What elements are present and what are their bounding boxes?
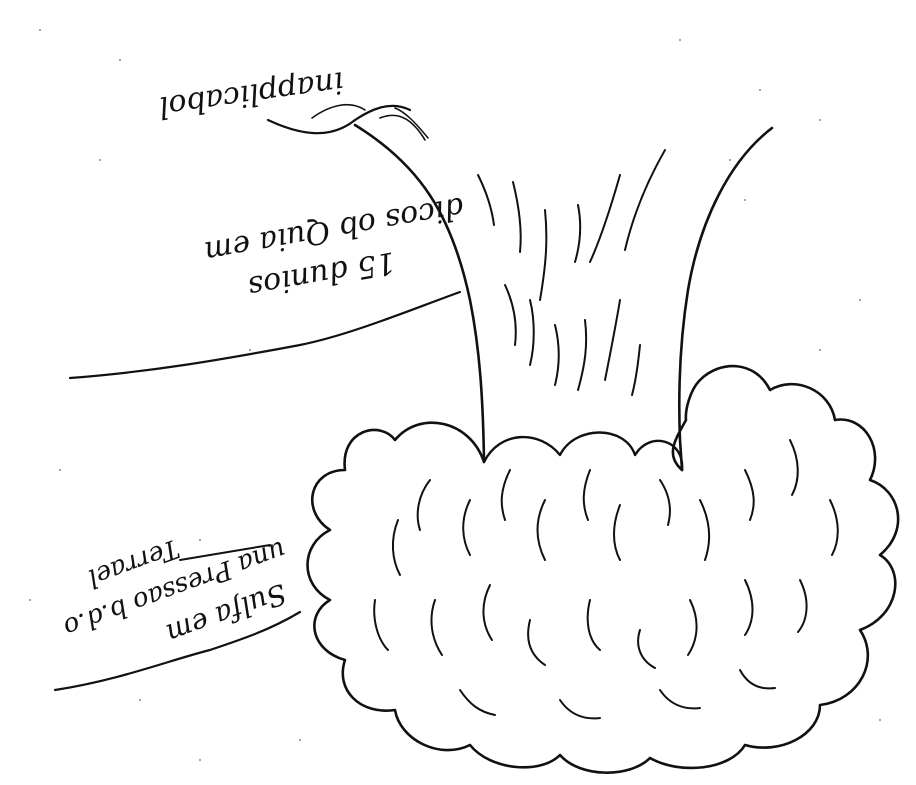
label-middle: 15 dunios dicos ob Quia em: [202, 189, 474, 310]
scan-speckles: [29, 29, 881, 761]
label-bottom: Sulfa em una Pressao b.d.o Terrael: [47, 499, 305, 683]
label-top: inapplicabol: [157, 64, 346, 125]
label-top-text: inapplicabol: [157, 64, 346, 125]
leader-lines: [55, 292, 460, 690]
cloud-base: [308, 366, 899, 773]
